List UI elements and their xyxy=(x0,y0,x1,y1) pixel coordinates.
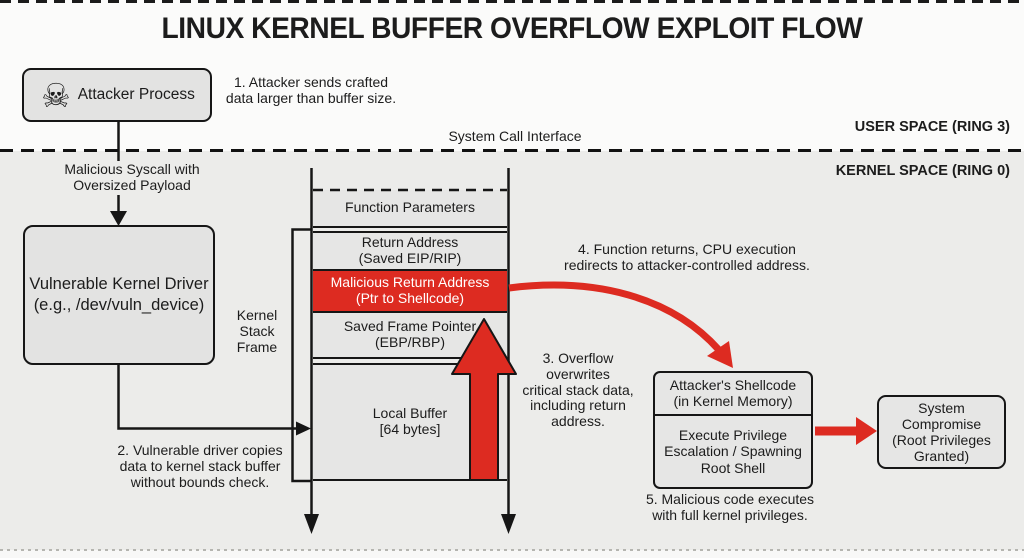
step-1-annotation: 1. Attacker sends crafted data larger th… xyxy=(225,74,397,106)
step-5-annotation: 5. Malicious code executes with full ker… xyxy=(645,491,815,523)
privilege-escalation-label: Execute Privilege Escalation / Spawning … xyxy=(664,426,802,476)
system-compromise-box: System Compromise (Root Privileges Grant… xyxy=(877,395,1006,469)
attacker-process-box: ☠ Attacker Process xyxy=(22,68,212,122)
step-4-annotation: 4. Function returns, CPU execution redir… xyxy=(564,241,810,273)
step-3-annotation: 3. Overflow overwrites critical stack da… xyxy=(522,350,634,430)
stack-cell-saved-frame-pointer: Saved Frame Pointer (EBP/RBP) xyxy=(313,313,507,359)
attacker-process-label: Attacker Process xyxy=(77,86,195,103)
syscall-interface-label: System Call Interface xyxy=(448,128,582,144)
page-bottom-strip xyxy=(0,550,1024,558)
vulnerable-driver-box: Vulnerable Kernel Driver (e.g., /dev/vul… xyxy=(23,225,215,365)
stack-cell-return-address: Return Address (Saved EIP/RIP) xyxy=(313,231,507,269)
page-title: LINUX KERNEL BUFFER OVERFLOW EXPLOIT FLO… xyxy=(161,12,863,45)
kernel-stack-frame-label: Kernel Stack Frame xyxy=(236,307,278,355)
step-2-annotation: 2. Vulnerable driver copies data to kern… xyxy=(117,442,283,490)
attacker-shellcode-box: Attacker's Shellcode (in Kernel Memory) … xyxy=(653,371,813,489)
stack-cell-function-parameters: Function Parameters xyxy=(313,190,507,228)
stack-cell-malicious-return-address: Malicious Return Address (Ptr to Shellco… xyxy=(313,269,507,313)
attacker-shellcode-label: Attacker's Shellcode (in Kernel Memory) xyxy=(655,373,811,416)
kernel-space-label: KERNEL SPACE (RING 0) xyxy=(835,163,1010,179)
malicious-syscall-annotation: Malicious Syscall with Oversized Payload xyxy=(64,161,200,193)
user-space-label: USER SPACE (RING 3) xyxy=(854,119,1010,135)
skull-crossbones-icon: ☠ xyxy=(41,75,71,115)
stack-cell-local-buffer: Local Buffer [64 bytes] xyxy=(313,363,507,481)
